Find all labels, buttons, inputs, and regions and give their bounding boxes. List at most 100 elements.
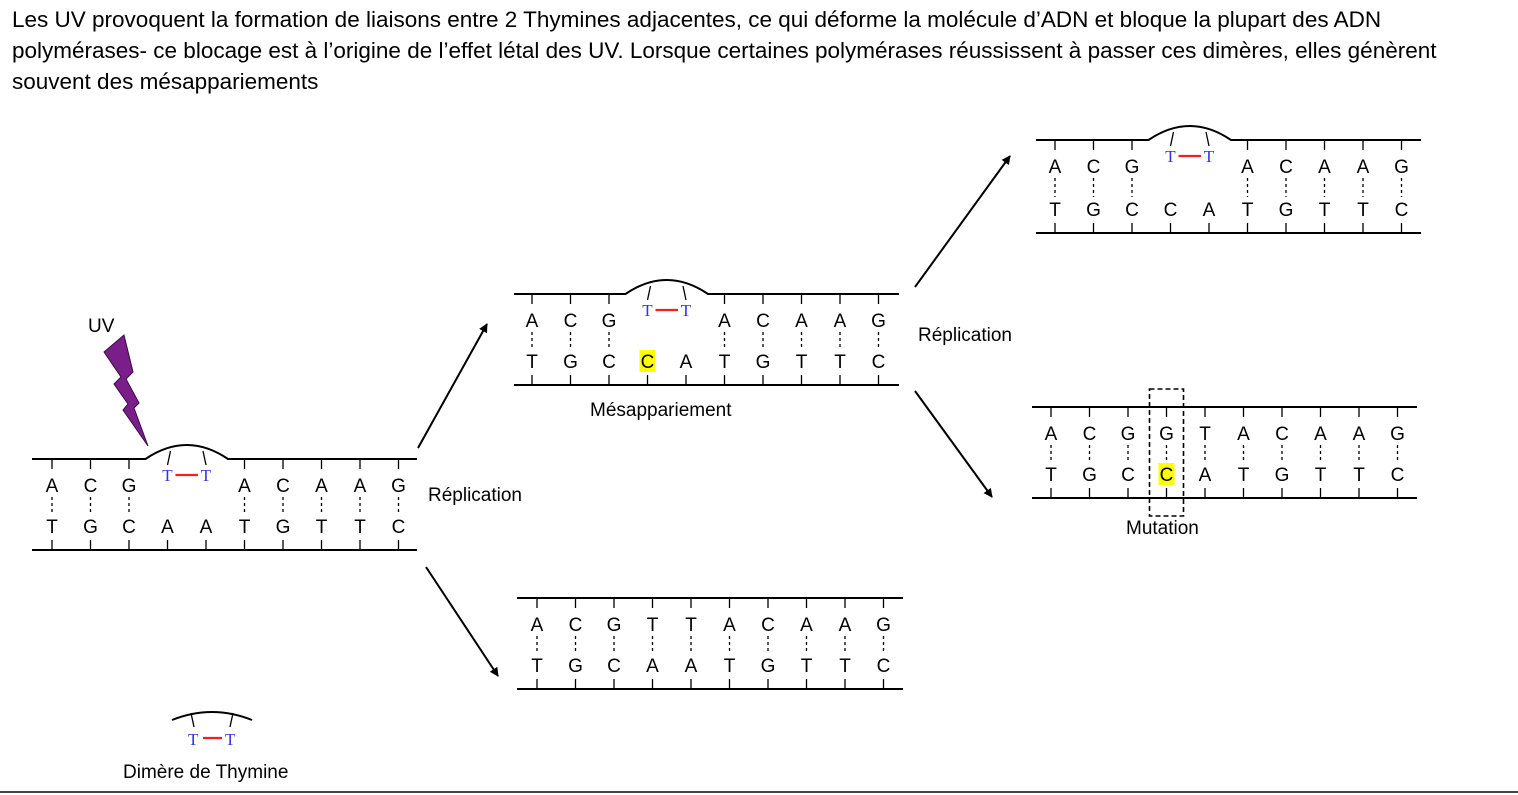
bottom-base: G xyxy=(1279,200,1294,221)
bottom-base: G xyxy=(83,517,98,538)
bottom-base: T xyxy=(1049,200,1061,221)
top-base: A xyxy=(1353,424,1366,445)
top-base: G xyxy=(602,311,617,332)
bottom-base: T xyxy=(1319,200,1331,221)
bottom-base: T xyxy=(46,517,58,538)
arrow-to-mutation xyxy=(914,390,993,498)
bottom-base: C xyxy=(1391,465,1405,486)
top-base: A xyxy=(839,615,852,636)
dimer-thymine: T xyxy=(162,466,173,485)
top-base: G xyxy=(1390,424,1405,445)
top-base: A xyxy=(723,615,736,636)
dimer-thymine: T xyxy=(642,301,653,320)
top-base: A xyxy=(1318,157,1331,178)
bottom-base: C xyxy=(1160,465,1174,486)
bottom-base: C xyxy=(122,517,136,538)
arrow-to-mismatch xyxy=(417,323,488,449)
bottom-base: T xyxy=(531,656,543,677)
bottom-base: G xyxy=(1086,200,1101,221)
bottom-base: T xyxy=(834,352,846,373)
mutation-label: Mutation xyxy=(1126,518,1199,539)
bottom-base: G xyxy=(761,656,776,677)
top-base: G xyxy=(1159,424,1174,445)
bottom-base: T xyxy=(796,352,808,373)
legend-label: Dimère de Thymine xyxy=(123,762,288,783)
bottom-base: G xyxy=(1275,465,1290,486)
bottom-base: T xyxy=(354,517,366,538)
legend-dimer-t-left: T xyxy=(188,730,199,749)
replication-label-2: Réplication xyxy=(918,325,1012,346)
top-base: A xyxy=(526,311,539,332)
intro-text: Les UV provoquent la formation de liaiso… xyxy=(12,7,1437,94)
bottom-base: A xyxy=(161,517,174,538)
bottom-base: G xyxy=(756,352,771,373)
bottom-base: G xyxy=(563,352,578,373)
bottom-base: C xyxy=(641,352,655,373)
top-tick xyxy=(682,285,687,301)
bottom-base: T xyxy=(526,352,538,373)
dimer-thymine: T xyxy=(1165,147,1176,166)
top-base: A xyxy=(354,476,367,497)
bottom-base: A xyxy=(646,656,659,677)
arrow-to-replicated-dimer xyxy=(914,155,1011,288)
bottom-base: T xyxy=(1238,465,1250,486)
top-base: A xyxy=(795,311,808,332)
top-base: G xyxy=(391,476,406,497)
top-base: G xyxy=(1394,157,1409,178)
top-base: G xyxy=(1121,424,1136,445)
top-tick xyxy=(202,450,207,466)
bottom-base: A xyxy=(1199,465,1212,486)
top-base: C xyxy=(1279,157,1293,178)
bottom-base: C xyxy=(1395,200,1409,221)
dna-strands: ATCGGCTATAATCGATATGCATCGGCTCTAATCGATATGC… xyxy=(32,125,1421,690)
top-base: T xyxy=(1199,424,1211,445)
top-base: A xyxy=(46,476,59,497)
bottom-base: C xyxy=(1125,200,1139,221)
top-base: C xyxy=(84,476,98,497)
bottom-base: A xyxy=(1203,200,1216,221)
top-base: G xyxy=(871,311,886,332)
bottom-base: T xyxy=(1357,200,1369,221)
mismatch-label: Mésappariement xyxy=(590,400,732,421)
dimer-thymine: T xyxy=(1204,147,1215,166)
bottom-base: C xyxy=(1164,200,1178,221)
top-backbone xyxy=(514,279,899,295)
top-backbone xyxy=(32,444,417,460)
bottom-base: C xyxy=(607,656,621,677)
top-tick xyxy=(1205,131,1210,147)
top-base: C xyxy=(761,615,775,636)
top-base: C xyxy=(1087,157,1101,178)
bottom-divider xyxy=(0,791,1518,793)
mismatch-highlight xyxy=(639,350,656,372)
bottom-base: G xyxy=(568,656,583,677)
bottom-base: G xyxy=(1082,465,1097,486)
arrow-to-normal xyxy=(425,566,499,677)
top-base: G xyxy=(1125,157,1140,178)
top-base: T xyxy=(647,615,659,636)
legend-thymine-dimer: T T Dimère de Thymine xyxy=(123,711,288,783)
bottom-base: T xyxy=(1353,465,1365,486)
uv-lightning-icon xyxy=(103,334,149,447)
top-base: A xyxy=(1241,157,1254,178)
top-base: G xyxy=(122,476,137,497)
top-base: A xyxy=(1049,157,1062,178)
legend-dimer-t-right: T xyxy=(225,730,236,749)
bottom-base: T xyxy=(1045,465,1057,486)
top-tick xyxy=(646,285,652,301)
bottom-base: A xyxy=(685,656,698,677)
top-base: A xyxy=(1314,424,1327,445)
bottom-base: C xyxy=(392,517,406,538)
top-base: G xyxy=(607,615,622,636)
bottom-base: C xyxy=(877,656,891,677)
bottom-base: T xyxy=(724,656,736,677)
top-base: A xyxy=(1237,424,1250,445)
bottom-base: C xyxy=(602,352,616,373)
top-backbone xyxy=(1036,125,1421,141)
dimer-thymine: T xyxy=(681,301,692,320)
bottom-base: T xyxy=(801,656,813,677)
